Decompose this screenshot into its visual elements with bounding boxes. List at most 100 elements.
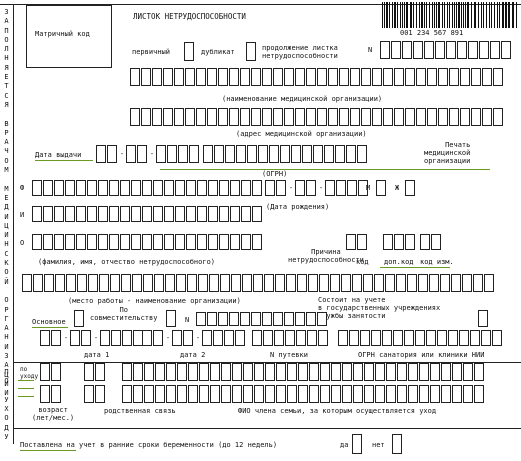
- char-cell[interactable]: [426, 330, 436, 346]
- char-cell[interactable]: [258, 145, 268, 163]
- char-cell[interactable]: [196, 312, 206, 326]
- char-cell[interactable]: [153, 206, 163, 222]
- char-cell[interactable]: [251, 68, 261, 86]
- char-cell[interactable]: [471, 108, 481, 126]
- char-cell[interactable]: [218, 312, 228, 326]
- char-cell[interactable]: [408, 363, 418, 381]
- char-cell[interactable]: [448, 330, 458, 346]
- char-cell[interactable]: [209, 274, 219, 292]
- char-cell[interactable]: [208, 180, 218, 196]
- workplace-cells[interactable]: [22, 274, 495, 292]
- char-cell[interactable]: [457, 41, 467, 59]
- char-cell[interactable]: [95, 363, 105, 381]
- char-cell[interactable]: [263, 330, 273, 346]
- char-cell[interactable]: [120, 234, 130, 250]
- additional-code-cells[interactable]: [383, 234, 416, 250]
- char-cell[interactable]: [262, 312, 272, 326]
- char-cell[interactable]: [43, 234, 53, 250]
- char-cell[interactable]: [252, 234, 262, 250]
- char-cell[interactable]: [141, 108, 151, 126]
- char-cell[interactable]: [51, 363, 61, 381]
- char-cell[interactable]: [313, 145, 323, 163]
- char-cell[interactable]: [295, 312, 305, 326]
- char-cell[interactable]: [88, 274, 98, 292]
- char-cell[interactable]: [492, 330, 502, 346]
- char-cell[interactable]: [372, 108, 382, 126]
- char-cell[interactable]: [484, 274, 494, 292]
- char-cell[interactable]: [207, 312, 217, 326]
- char-cell[interactable]: [154, 274, 164, 292]
- char-cell[interactable]: [109, 180, 119, 196]
- char-cell[interactable]: [32, 206, 42, 222]
- med-org-address-cells[interactable]: [130, 108, 504, 126]
- char-cell[interactable]: [493, 108, 503, 126]
- char-cell[interactable]: [109, 206, 119, 222]
- char-cell[interactable]: [307, 330, 317, 346]
- char-cell[interactable]: [213, 330, 223, 346]
- char-cell[interactable]: [70, 330, 80, 346]
- char-cell[interactable]: [225, 145, 235, 163]
- char-cell[interactable]: [188, 363, 198, 381]
- char-cell[interactable]: [131, 234, 141, 250]
- char-cell[interactable]: [361, 68, 371, 86]
- char-cell[interactable]: [197, 234, 207, 250]
- char-cell[interactable]: [247, 145, 257, 163]
- char-cell[interactable]: [164, 234, 174, 250]
- char-cell[interactable]: [87, 206, 97, 222]
- char-cell[interactable]: [230, 234, 240, 250]
- char-cell[interactable]: [452, 363, 462, 381]
- char-cell[interactable]: [130, 108, 140, 126]
- char-cell[interactable]: [474, 385, 484, 403]
- char-cell[interactable]: [251, 108, 261, 126]
- char-cell[interactable]: [273, 312, 283, 326]
- char-cell[interactable]: [446, 41, 456, 59]
- char-cell[interactable]: [375, 363, 385, 381]
- char-cell[interactable]: [286, 274, 296, 292]
- char-cell[interactable]: [308, 274, 318, 292]
- char-cell[interactable]: [203, 145, 213, 163]
- char-cell[interactable]: [302, 145, 312, 163]
- char-cell[interactable]: [164, 206, 174, 222]
- char-cell[interactable]: [122, 330, 132, 346]
- char-cell[interactable]: [427, 68, 437, 86]
- char-cell[interactable]: [84, 385, 94, 403]
- char-cell[interactable]: [252, 206, 262, 222]
- char-cell[interactable]: [131, 206, 141, 222]
- issue-date-cells[interactable]: --: [96, 145, 200, 163]
- char-cell[interactable]: [210, 385, 220, 403]
- char-cell[interactable]: [357, 234, 367, 250]
- char-cell[interactable]: [462, 274, 472, 292]
- char-cell[interactable]: [273, 108, 283, 126]
- char-cell[interactable]: [133, 385, 143, 403]
- char-cell[interactable]: [187, 274, 197, 292]
- char-cell[interactable]: [375, 385, 385, 403]
- char-cell[interactable]: [449, 68, 459, 86]
- char-cell[interactable]: [372, 68, 382, 86]
- char-cell[interactable]: [131, 180, 141, 196]
- char-cell[interactable]: [207, 68, 217, 86]
- char-cell[interactable]: [265, 363, 275, 381]
- char-cell[interactable]: [155, 363, 165, 381]
- char-cell[interactable]: [418, 274, 428, 292]
- char-cell[interactable]: [463, 385, 473, 403]
- char-cell[interactable]: [185, 108, 195, 126]
- char-cell[interactable]: [199, 363, 209, 381]
- char-cell[interactable]: [165, 274, 175, 292]
- char-cell[interactable]: [66, 274, 76, 292]
- char-cell[interactable]: [153, 330, 163, 346]
- voucher-cells[interactable]: [252, 330, 329, 346]
- char-cell[interactable]: [236, 145, 246, 163]
- char-cell[interactable]: [435, 41, 445, 59]
- char-cell[interactable]: [120, 180, 130, 196]
- char-cell[interactable]: [251, 312, 261, 326]
- char-cell[interactable]: [474, 363, 484, 381]
- char-cell[interactable]: [175, 180, 185, 196]
- part-time-number-cells[interactable]: [196, 312, 328, 326]
- med-org-name-cells[interactable]: [130, 68, 504, 86]
- char-cell[interactable]: [284, 108, 294, 126]
- char-cell[interactable]: [460, 68, 470, 86]
- char-cell[interactable]: [253, 274, 263, 292]
- date2-cells[interactable]: --: [142, 330, 246, 346]
- char-cell[interactable]: [274, 330, 284, 346]
- char-cell[interactable]: [298, 363, 308, 381]
